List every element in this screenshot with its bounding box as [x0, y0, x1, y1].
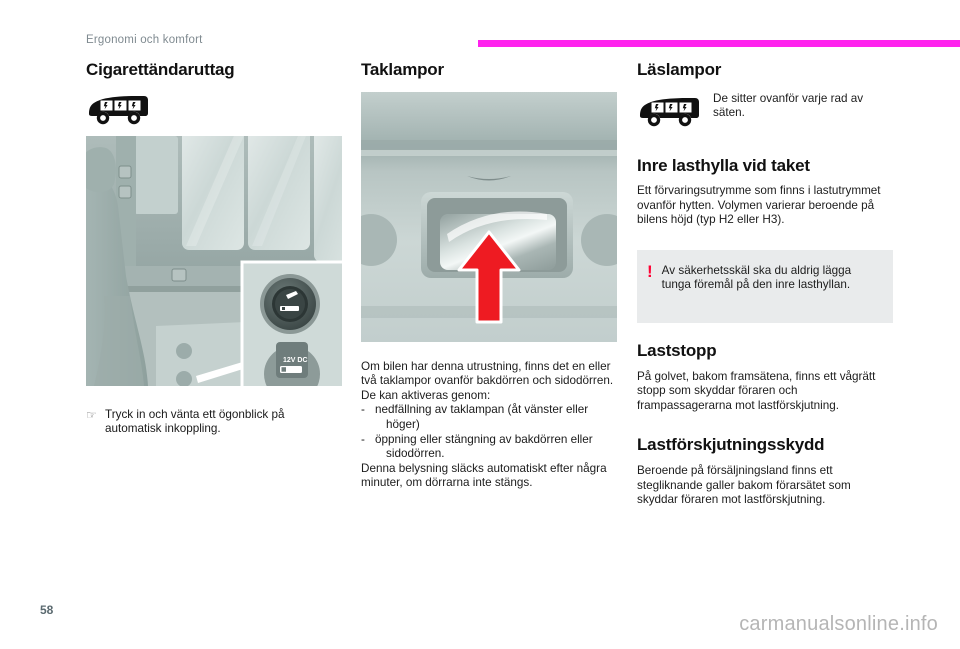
list-item-text: nedfällning av taklampan (åt vänster ell…: [375, 403, 589, 431]
roof-shelf-text: Ett förvaringsutrymme som finns i lastut…: [637, 184, 881, 227]
minibus-icon: [86, 92, 342, 126]
warning-exclamation-icon: !: [647, 261, 653, 281]
roof-lamps-activation-list: - nedfällning av taklampan (åt vänster e…: [361, 403, 617, 461]
section-title-roof-lamps: Taklampor: [361, 60, 444, 79]
section-title-reading-lamps: Läslampor: [637, 60, 722, 79]
column-middle: Taklampor: [361, 60, 617, 491]
load-guard-text: Beroende på försäljningsland finns ett s…: [637, 463, 851, 507]
warning-box: ! Av säkerhetsskäl ska du aldrig lägga t…: [637, 249, 893, 324]
roof-lamps-paragraph-1: Om bilen har denna utrustning, finns det…: [361, 359, 614, 388]
roof-lamps-paragraph-2: De kan aktiveras genom:: [361, 388, 491, 402]
column-right: Läslampor De sitter ovanför varje r: [637, 60, 893, 508]
roof-lamp-photo: [361, 91, 617, 342]
minibus-icon: [637, 92, 701, 128]
column-left: Cigarettändaruttag: [86, 60, 342, 437]
warning-text: Av säkerhetsskäl ska du aldrig lägga tun…: [661, 263, 852, 292]
section-title-cigarette-lighter: Cigarettändaruttag: [86, 60, 235, 79]
pointer-note-automatic-engagement: ☞ Tryck in och vänta ett ögonblick på au…: [86, 408, 342, 437]
pointer-note-text: Tryck in och vänta ett ögonblick på auto…: [105, 407, 285, 436]
section-title-load-guard: Lastförskjutningsskydd: [637, 435, 825, 455]
section-title-roof-shelf: Inre lasthylla vid taket: [637, 155, 810, 175]
list-item: - öppning eller stängning av bakdörren e…: [361, 433, 617, 462]
page-number: 58: [40, 603, 54, 617]
dc-socket-label: 12V DC: [283, 357, 308, 364]
roof-lamps-closing-paragraph: Denna belysning släcks automatiskt efter…: [361, 461, 607, 490]
list-item: - nedfällning av taklampan (åt vänster e…: [361, 403, 617, 432]
site-watermark: carmanualsonline.info: [739, 613, 938, 635]
dash-marker: -: [361, 403, 365, 417]
breadcrumb: Ergonomi och komfort: [86, 34, 203, 46]
load-stop-text: På golvet, bakom framsätena, finns ett v…: [637, 369, 876, 412]
dash-marker: -: [361, 432, 365, 446]
pointing-hand-icon: ☞: [86, 407, 97, 422]
cigarette-lighter-socket-photo: 12V DC: [86, 135, 342, 386]
page-header: Ergonomi och komfort: [0, 0, 960, 55]
reading-lamps-block: De sitter ovanför varje rad av säten.: [637, 92, 893, 128]
reading-lamps-text: De sitter ovanför varje rad av säten.: [713, 91, 864, 120]
section-title-load-stop: Laststopp: [637, 341, 717, 361]
header-accent-rule: [478, 40, 960, 47]
list-item-text: öppning eller stängning av bakdörren ell…: [375, 432, 593, 461]
